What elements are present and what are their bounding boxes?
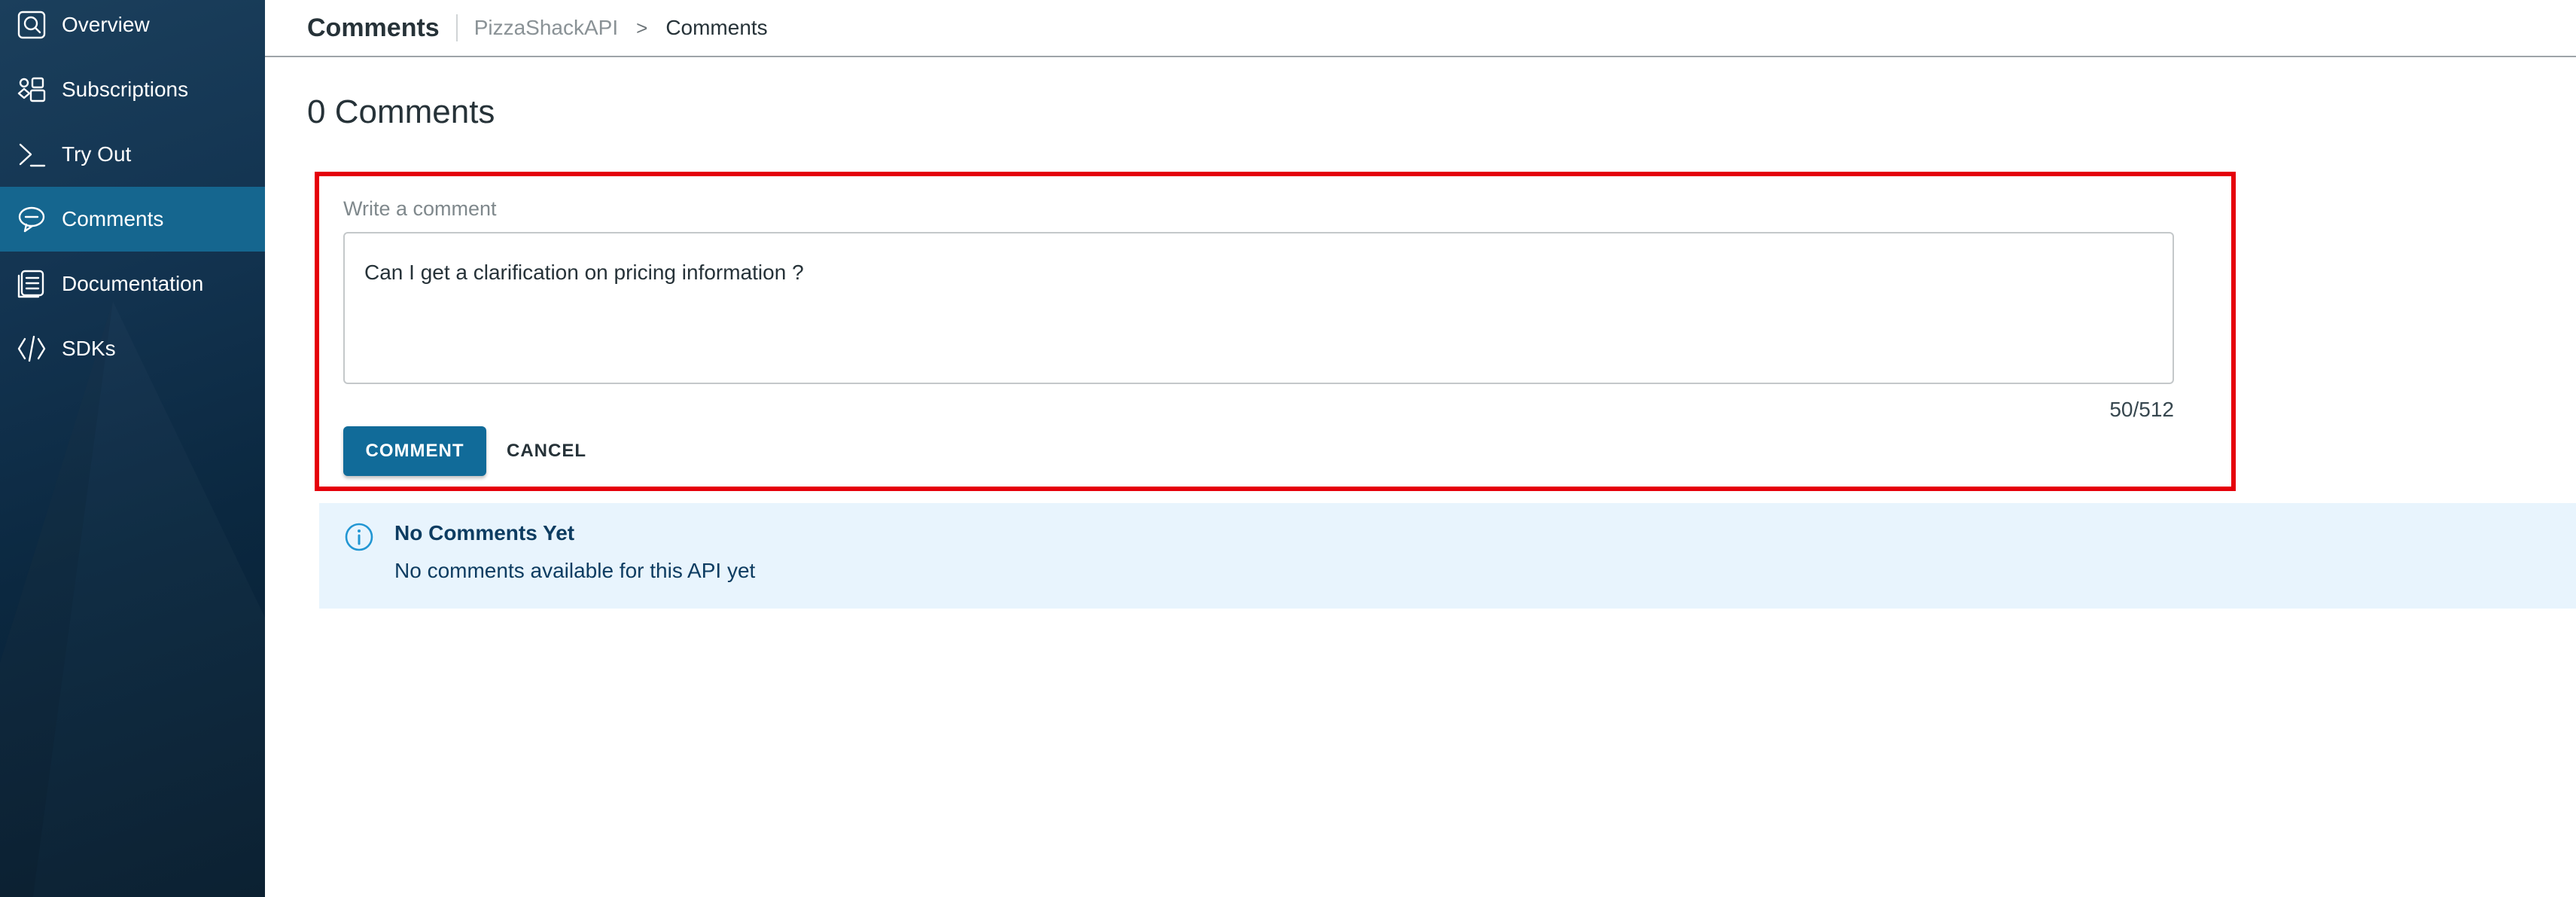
sidebar-item-label: Try Out: [62, 142, 132, 166]
comments-count-title: 0 Comments: [307, 93, 495, 130]
cancel-button[interactable]: CANCEL: [507, 441, 586, 461]
comment-button[interactable]: COMMENT: [343, 426, 486, 476]
page-header: Comments PizzaShackAPI > Comments: [265, 0, 2576, 57]
comment-form-highlight: [315, 172, 2236, 491]
documentation-icon: [15, 267, 48, 301]
alert-title: No Comments Yet: [394, 521, 575, 545]
alert-message: No comments available for this API yet: [394, 559, 756, 582]
terminal-icon: [15, 138, 48, 171]
header-divider: [455, 14, 458, 41]
sidebar-item-documentation[interactable]: Documentation: [0, 252, 265, 316]
info-icon: [343, 521, 375, 553]
sidebar-item-sdks[interactable]: SDKs: [0, 316, 265, 381]
overview-icon: [15, 8, 48, 41]
character-counter: 50/512: [2109, 398, 2174, 421]
comment-field-label: Write a comment: [343, 197, 497, 220]
code-icon: [15, 332, 48, 365]
breadcrumb-api-link[interactable]: PizzaShackAPI: [473, 16, 619, 39]
sidebar-item-overview[interactable]: Overview: [0, 0, 265, 57]
sidebar-item-comments[interactable]: Comments: [0, 187, 265, 252]
chevron-right-icon: >: [636, 16, 648, 39]
no-comments-alert: [319, 503, 2576, 609]
sidebar-item-try-out[interactable]: Try Out: [0, 122, 265, 187]
sidebar-item-label: Comments: [62, 207, 164, 230]
sidebar-item-subscriptions[interactable]: Subscriptions: [0, 57, 265, 122]
page-title: Comments: [307, 13, 440, 42]
sidebar-item-label: Subscriptions: [62, 78, 189, 101]
comment-textarea[interactable]: Can I get a clarification on pricing inf…: [343, 232, 2174, 384]
subscriptions-icon: [15, 73, 48, 106]
sidebar: Overview Subscriptions Try Out Comments: [0, 0, 265, 897]
comment-icon: [15, 203, 48, 236]
breadcrumb-current: Comments: [665, 16, 768, 39]
sidebar-item-label: Overview: [62, 13, 150, 36]
sidebar-item-label: SDKs: [62, 337, 116, 360]
sidebar-item-label: Documentation: [62, 272, 204, 295]
